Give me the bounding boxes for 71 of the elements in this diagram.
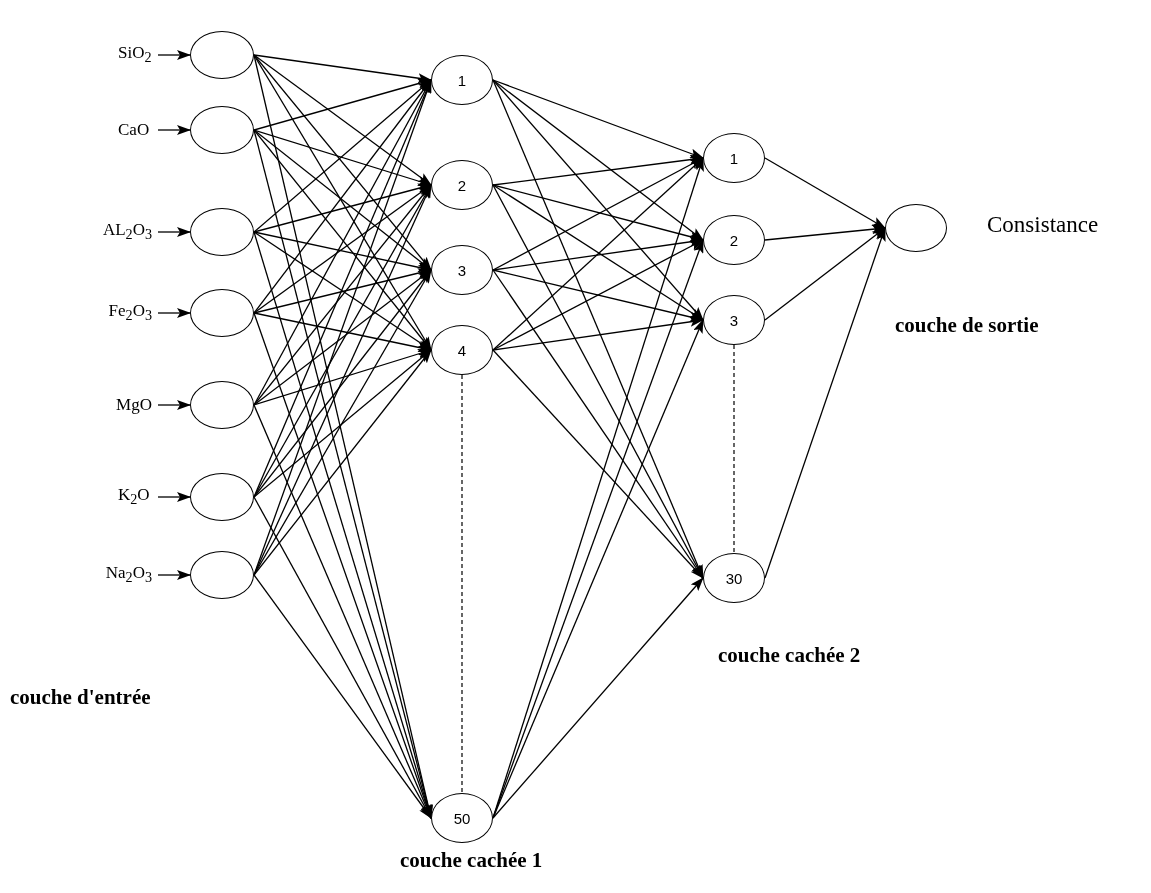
dotted-continuation-line [733, 344, 735, 554]
arrow [492, 79, 704, 321]
arrow [492, 316, 704, 351]
arrow [492, 157, 704, 351]
arrow [764, 157, 886, 229]
neuron-ellipse [431, 55, 493, 105]
neuron-ellipse [703, 215, 765, 265]
arrow [253, 231, 432, 273]
arrow [253, 129, 432, 186]
arrow [157, 400, 191, 410]
arrow [253, 54, 432, 186]
arrow [253, 574, 432, 819]
neuron-number: 1 [729, 149, 739, 167]
arrow [764, 227, 886, 321]
neuron-ellipse [431, 325, 493, 375]
input-variable-label: CaO [118, 117, 152, 143]
neuron-ellipse [431, 793, 493, 843]
layer-title: couche cachée 2 [718, 643, 861, 668]
arrow [157, 308, 191, 318]
output-variable-label: Consistance [987, 212, 1099, 238]
dotted-continuation-line [461, 374, 463, 794]
arrow [157, 227, 191, 237]
layer-title: couche d'entrée [10, 685, 151, 710]
neuron-number: 2 [729, 231, 739, 249]
arrow [157, 50, 191, 60]
input-variable-label: K$_{2}$O [118, 484, 152, 510]
neuron-number: 30 [725, 569, 743, 587]
neuron-ellipse [431, 160, 493, 210]
arrow [492, 349, 704, 579]
arrow [157, 492, 191, 502]
arrow [157, 570, 191, 580]
input-variable-label: AL$_{2}$O$_{3}$ [102, 219, 152, 245]
arrow [253, 54, 432, 271]
input-variable-label: Na$_{2}$O$_{3}$ [105, 562, 152, 588]
input-variable-label: MgO [116, 392, 152, 418]
layer-title: couche de sortie [895, 313, 1039, 338]
arrow [253, 349, 432, 576]
arrow [492, 79, 704, 159]
arrow [253, 268, 432, 314]
arrow [492, 269, 704, 579]
neuron-ellipse [190, 208, 254, 256]
input-variable-label: SiO$_{2}$ [118, 42, 152, 68]
arrow [157, 125, 191, 135]
neuron-ellipse [190, 106, 254, 154]
arrow [492, 79, 704, 241]
neuron-number: 3 [729, 311, 739, 329]
neuron-ellipse [190, 381, 254, 429]
neuron-number: 3 [457, 261, 467, 279]
arrow [764, 227, 886, 579]
neuron-ellipse [703, 295, 765, 345]
neuron-number: 2 [457, 176, 467, 194]
neuron-ellipse [190, 31, 254, 79]
neuron-ellipse [190, 551, 254, 599]
arrow [492, 577, 704, 819]
neuron-ellipse [190, 289, 254, 337]
arrow [253, 312, 432, 353]
input-variable-label: Fe$_{2}$O$_{3}$ [108, 300, 152, 326]
arrow [764, 224, 886, 241]
neuron-ellipse [885, 204, 947, 252]
neuron-ellipse [703, 553, 765, 603]
arrow [253, 54, 432, 84]
arrow [253, 349, 432, 406]
neuron-ellipse [190, 473, 254, 521]
arrow [492, 239, 704, 351]
neuron-number: 1 [457, 71, 467, 89]
neuron-number: 4 [457, 341, 467, 359]
layer-title: couche cachée 1 [400, 848, 543, 873]
arrow [253, 183, 432, 233]
neuron-ellipse [703, 133, 765, 183]
neuron-number: 50 [453, 809, 471, 827]
neuron-ellipse [431, 245, 493, 295]
